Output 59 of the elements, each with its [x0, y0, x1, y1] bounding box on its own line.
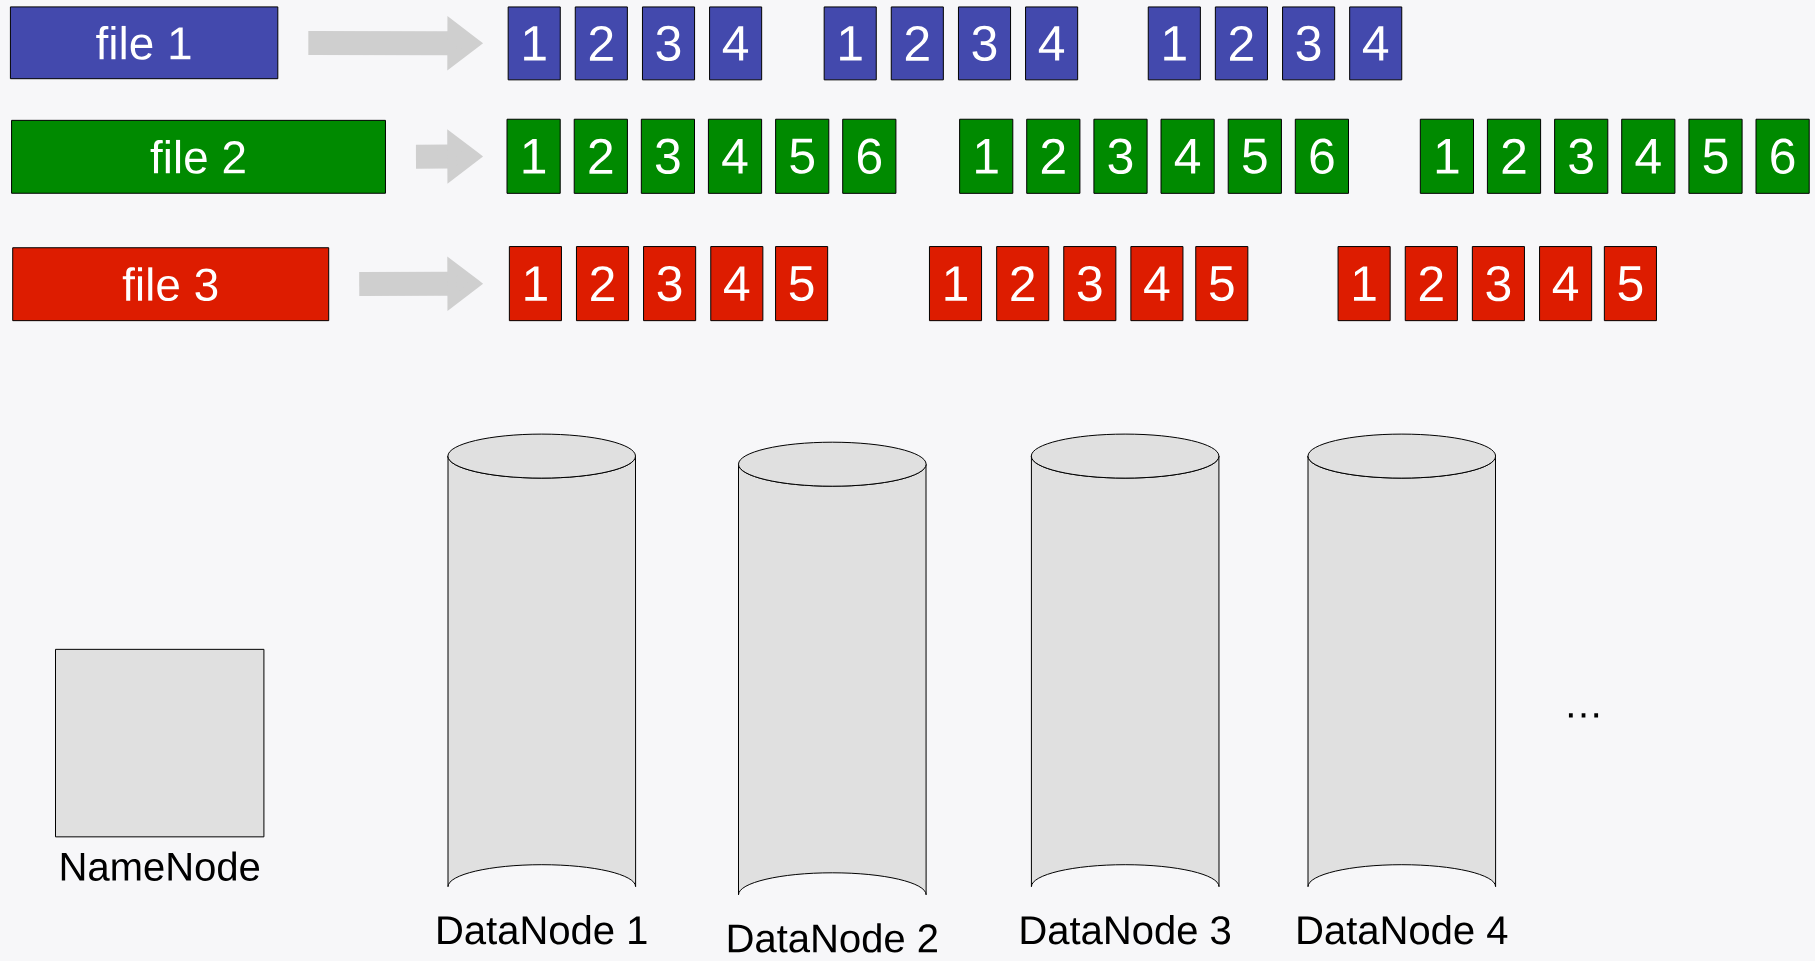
storage-cylinder: DataNode 1 [438, 433, 647, 945]
block-box: 1 [823, 6, 877, 81]
ellipsis-label: … [1568, 713, 1599, 718]
block-box: 6 [842, 118, 897, 194]
block-box: 2 [573, 118, 628, 194]
block-box: 6 [1755, 118, 1810, 194]
block-box: 3 [1554, 118, 1609, 194]
storage-cylinder: DataNode 3 [1021, 433, 1230, 945]
block-box: 3 [1063, 246, 1117, 322]
block-box: 1 [1337, 246, 1391, 322]
block-box: 5 [1227, 118, 1282, 194]
block-box: 5 [1688, 118, 1743, 194]
block-box: 2 [575, 246, 630, 322]
node-label: DataNode 2 [728, 923, 937, 953]
block-box: 5 [1195, 246, 1249, 322]
storage-cylinder: DataNode 2 [728, 441, 937, 953]
block-box: 2 [890, 6, 944, 81]
block-box: 1 [508, 246, 562, 322]
block-box: 2 [1214, 6, 1268, 81]
block-box: 4 [1130, 246, 1184, 322]
storage-cylinder: DataNode 4 [1298, 433, 1508, 945]
node-label: DataNode 4 [1298, 915, 1508, 945]
block-box: 3 [640, 118, 695, 194]
block-box: 3 [957, 6, 1012, 81]
block-box: 4 [1160, 118, 1215, 194]
block-box: 4 [707, 118, 763, 194]
server-box: NameNode [55, 648, 265, 881]
block-box: 1 [928, 246, 983, 322]
block-box: 4 [709, 6, 763, 81]
block-box: 5 [775, 246, 829, 322]
block-box: 4 [710, 246, 764, 322]
block-box: 6 [1294, 118, 1349, 194]
block-box: 3 [1282, 6, 1336, 81]
node-label: NameNode [61, 851, 260, 881]
block-box: 1 [506, 118, 561, 194]
block-box: 4 [1025, 6, 1079, 81]
block-box: 2 [1486, 118, 1542, 194]
node-label: DataNode 3 [1021, 915, 1231, 945]
block-box: 1 [1147, 6, 1201, 81]
block-box: 1 [507, 6, 561, 81]
block-box: 1 [1419, 118, 1474, 194]
block-box: 5 [1603, 246, 1657, 322]
block-box: 2 [1026, 118, 1081, 194]
block-box: 4 [1539, 246, 1593, 322]
block-box: 3 [1093, 118, 1148, 194]
file-box: file 1 [9, 6, 279, 80]
block-box: 3 [1471, 246, 1525, 322]
block-box: 2 [574, 6, 628, 81]
file-box: file 2 [11, 119, 386, 194]
block-box: 4 [1349, 6, 1403, 81]
block-box: 3 [641, 6, 696, 81]
block-box: 2 [1404, 246, 1458, 322]
block-box: 1 [959, 118, 1014, 194]
file-box: file 3 [12, 247, 330, 322]
block-box: 2 [996, 246, 1050, 322]
node-label: DataNode 1 [438, 915, 647, 945]
block-box: 5 [775, 118, 830, 194]
block-box: 4 [1621, 118, 1676, 194]
block-box: 3 [643, 246, 697, 322]
